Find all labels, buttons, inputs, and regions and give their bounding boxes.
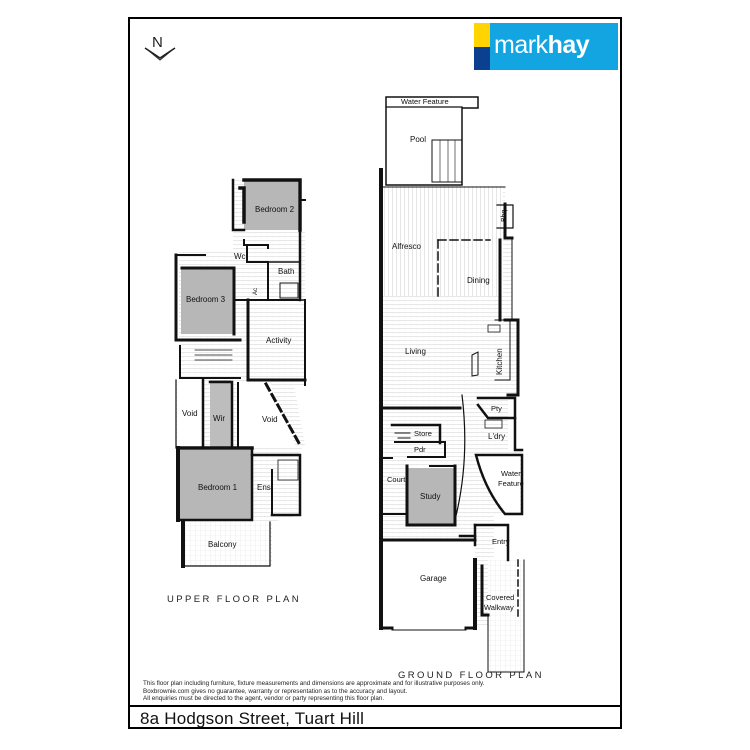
logo-text: markhay xyxy=(494,31,590,60)
room-label-pty: Pty xyxy=(491,404,502,413)
disclaimer-line-3: All enquiries must be directed to the ag… xyxy=(143,695,385,703)
room-label-pdr: Pdr xyxy=(414,445,426,454)
study-area xyxy=(407,468,454,524)
room-label-kitchen: Kitchen xyxy=(495,348,504,375)
disclaimer-line-1: This floor plan including furniture, fix… xyxy=(143,680,485,687)
disclaimer: This floor plan including furniture, fix… xyxy=(143,680,523,703)
sheet-border xyxy=(128,17,622,729)
logo-yellow-bar xyxy=(474,23,490,47)
bedroom-2-area xyxy=(244,180,298,230)
room-label-pool: Pool xyxy=(410,135,426,144)
room-label-entry: Entry xyxy=(492,537,510,546)
upper-floor-title: UPPER FLOOR PLAN xyxy=(167,594,301,605)
room-label-ac: Ac xyxy=(253,288,259,295)
room-label-covered-walkway-line1: Covered xyxy=(486,593,514,602)
property-address: 8a Hodgson Street, Tuart Hill xyxy=(140,709,365,728)
room-label-wc: Wc xyxy=(234,252,246,261)
room-label-ens: Ens xyxy=(257,483,271,492)
room-label-covered-walkway-line2: Walkway xyxy=(484,603,514,612)
markhay-logo: markhay xyxy=(474,23,618,70)
room-label-water-feature-line2: Feature xyxy=(498,479,524,488)
north-arrow-icon xyxy=(144,47,176,61)
ground-floor-plan: Water Feature Pool Bbq Alfresco Dining L… xyxy=(379,96,525,673)
room-label-wir: Wir xyxy=(213,414,225,423)
room-label-void-left: Void xyxy=(182,409,198,418)
north-label: N xyxy=(152,34,163,51)
room-label-ldry: L'dry xyxy=(488,432,505,441)
room-label-bbq: Bbq xyxy=(501,209,508,222)
room-label-study: Study xyxy=(420,492,440,501)
logo-navy-bar xyxy=(474,47,490,70)
room-label-bedroom-3: Bedroom 3 xyxy=(186,295,226,304)
room-label-bedroom-1: Bedroom 1 xyxy=(198,483,238,492)
room-label-court: Court xyxy=(387,475,406,484)
room-label-garage: Garage xyxy=(420,574,447,583)
logo-text-light: mark xyxy=(494,31,548,59)
footer-divider xyxy=(128,705,622,707)
room-label-living: Living xyxy=(405,347,426,356)
room-label-bedroom-2: Bedroom 2 xyxy=(255,205,295,214)
room-label-water-feature-line1: Water xyxy=(501,469,521,478)
room-label-alfresco: Alfresco xyxy=(392,242,421,251)
wir-area xyxy=(210,380,231,448)
room-label-bath: Bath xyxy=(278,267,294,276)
disclaimer-line-2: Boxbrownie.com gives no guarantee, warra… xyxy=(143,687,408,695)
ground-floor-title: GROUND FLOOR PLAN xyxy=(398,670,544,681)
bedroom-3-area xyxy=(181,268,234,334)
room-label-balcony: Balcony xyxy=(208,540,236,549)
room-label-store: Store xyxy=(414,429,432,438)
logo-text-bold: hay xyxy=(547,31,590,59)
bedroom-1-area xyxy=(178,450,251,520)
upper-floor-plan: Bedroom 2 Wc Bath Bedroom 3 Ac Activity … xyxy=(174,178,307,568)
room-label-activity: Activity xyxy=(266,336,291,345)
room-label-dining: Dining xyxy=(467,276,490,285)
room-label-water-feature-top: Water Feature xyxy=(401,97,449,106)
room-label-void-right: Void xyxy=(262,415,278,424)
